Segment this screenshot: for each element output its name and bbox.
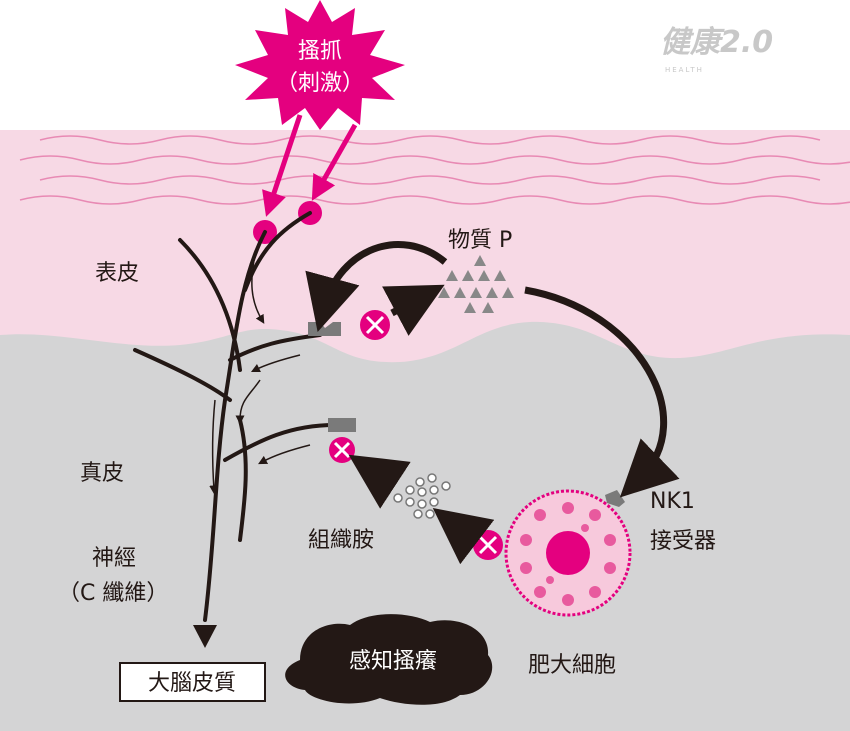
stimulus-sublabel: （刺激） (276, 71, 364, 96)
activation-icon (473, 530, 503, 560)
nerve-label: 神經 (92, 546, 136, 571)
substance-p-molecules (438, 255, 514, 313)
c-fiber-nerve (133, 211, 337, 622)
nerve-sublabel: （C 纖維） (58, 581, 168, 606)
arrow-to-brain (193, 625, 217, 648)
stimulus-label: 搔抓 (298, 39, 342, 64)
mast-cell (504, 489, 632, 617)
histamine-release-arrow (432, 507, 495, 565)
histamine-label: 組織胺 (308, 528, 374, 553)
logo-text: 健康2.0 (660, 25, 773, 60)
signal-arrows (209, 254, 311, 495)
stimulus-arrow (262, 114, 303, 217)
receptor-icon (328, 418, 356, 432)
activation-icon (360, 310, 390, 340)
brain-cortex-box (119, 662, 266, 702)
feedback-arrow (305, 241, 448, 333)
histamine-to-nerve-arrow (348, 454, 411, 509)
itch-perception-cloud (285, 614, 493, 705)
itch-perception-label: 感知搔癢 (349, 649, 437, 674)
logo: 健康2.0 HEALTH (660, 25, 773, 74)
receptor-label: 接受器 (650, 529, 716, 554)
release-arrow (382, 284, 445, 336)
mast-cell-label: 肥大細胞 (528, 653, 616, 678)
substance-p-label: 物質 P (448, 228, 512, 253)
substance-p-to-mast-cell-arrow (524, 286, 680, 498)
skin-texture (19, 135, 850, 205)
scratch-stimulus-burst: 搔抓 （刺激） (235, 0, 405, 130)
nk1-receptor-icon (605, 490, 625, 507)
stimulus-arrow (311, 123, 358, 201)
activation-icon (329, 437, 355, 463)
nk1-label: NK1 (650, 489, 695, 514)
brain-cortex-label: 大腦皮質 (148, 671, 236, 696)
dermis-label: 真皮 (80, 461, 124, 486)
epidermis-label: 表皮 (95, 261, 139, 286)
logo-subtext: HEALTH (665, 66, 704, 74)
